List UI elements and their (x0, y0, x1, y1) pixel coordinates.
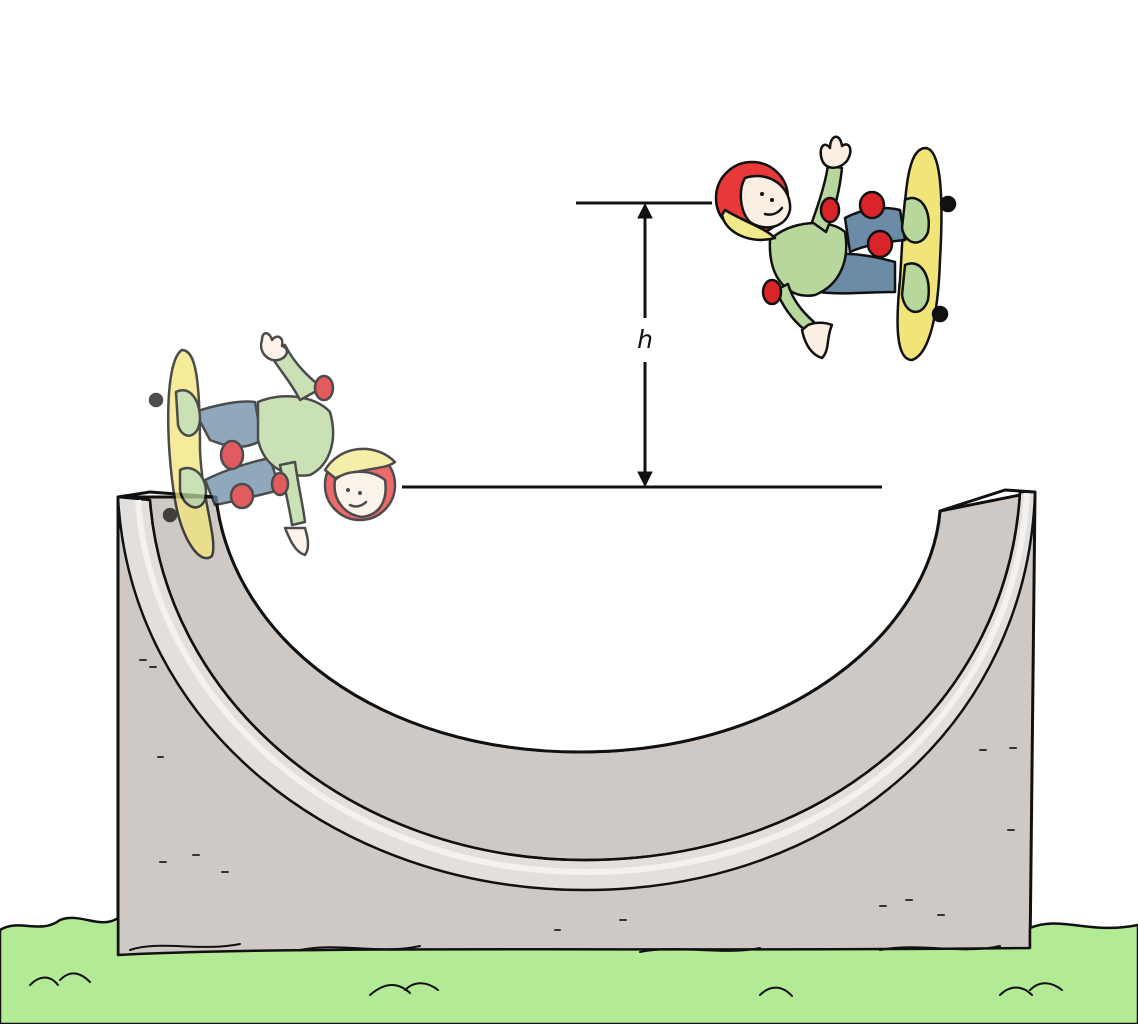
halfpipe-ramp (116, 488, 1037, 957)
skater-faded (148, 332, 397, 560)
height-label: h (637, 325, 653, 354)
ramp-speckles (139, 659, 1017, 931)
grass-ground (0, 916, 1138, 1024)
grass (0, 916, 1138, 1024)
ramp-lip (135, 492, 1030, 875)
height-indicator (402, 201, 882, 489)
ramp-top-right (939, 488, 1036, 513)
skater-airborne (714, 135, 957, 362)
skateboard (896, 146, 943, 362)
arrowhead-down (637, 471, 653, 488)
arrowhead-up (637, 202, 653, 219)
